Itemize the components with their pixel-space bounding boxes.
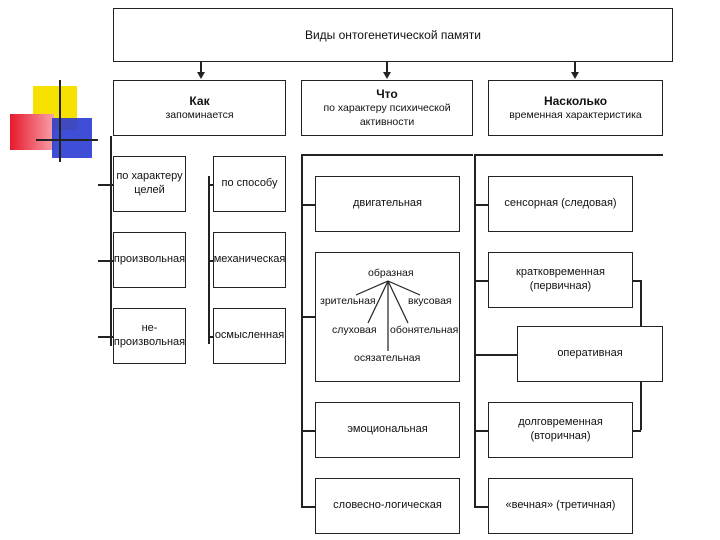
kak-by-method: по способу bbox=[213, 156, 286, 212]
chto-visual-label: зрительная bbox=[320, 295, 376, 307]
chto-verbal-logical-label: словесно-логическая bbox=[333, 499, 442, 512]
column-kak-sub: запоминается bbox=[165, 108, 234, 121]
connector-chto-bus bbox=[301, 154, 303, 506]
figurative-arrows bbox=[355, 280, 421, 351]
column-naskolko: Насколько временная характеристика bbox=[488, 80, 663, 136]
chto-figurative-label: образная bbox=[368, 267, 414, 279]
tick-sensory bbox=[474, 204, 488, 206]
naskolko-eternal: «вечная» (третичная) bbox=[488, 478, 633, 534]
chto-gustatory-label: вкусовая bbox=[408, 295, 452, 307]
naskolko-short-term: кратковременная (первичная) bbox=[488, 252, 633, 308]
connector-operative-long bbox=[640, 382, 642, 430]
naskolko-sensory: сенсорная (следовая) bbox=[488, 176, 633, 232]
tick-operative bbox=[474, 354, 517, 356]
kak-by-goal-label: по характеру целей bbox=[116, 170, 183, 196]
kak-mechanical: механическая bbox=[213, 232, 286, 288]
chto-motor: двигательная bbox=[315, 176, 460, 232]
naskolko-long-term-label: долговременная (вторичная) bbox=[518, 416, 603, 442]
naskolko-eternal-label: «вечная» (третичная) bbox=[505, 499, 616, 512]
chto-olfactory-label: обонятельная bbox=[390, 324, 459, 336]
tick-eternal bbox=[474, 506, 488, 508]
kak-involuntary: не- произвольная bbox=[113, 308, 186, 364]
decor-blue-square bbox=[52, 118, 92, 158]
column-kak-heading: Как bbox=[189, 93, 210, 108]
tick-mechanical bbox=[208, 260, 213, 262]
naskolko-long-term: долговременная (вторичная) bbox=[488, 402, 633, 458]
column-kak: Как запоминается bbox=[113, 80, 286, 136]
column-chto-heading: Что bbox=[376, 87, 398, 102]
naskolko-sensory-label: сенсорная (следовая) bbox=[504, 197, 617, 210]
chto-auditory-label: слуховая bbox=[332, 324, 377, 336]
chto-figurative: образная зрительная вкусовая слуховая об… bbox=[315, 252, 460, 382]
naskolko-short-term-label: кратковременная (первичная) bbox=[516, 266, 605, 292]
tick-by-method bbox=[208, 184, 213, 186]
kak-by-method-label: по способу bbox=[221, 177, 278, 190]
naskolko-operative: оперативная bbox=[517, 326, 663, 382]
column-naskolko-heading: Насколько bbox=[543, 93, 608, 108]
kak-meaningful: осмысленная bbox=[213, 308, 286, 364]
tick-short-term bbox=[474, 280, 488, 282]
kak-involuntary-label-1: не- bbox=[141, 322, 158, 335]
column-chto-sub: по характеру психической активности bbox=[323, 102, 451, 128]
chto-tactile-label: осязательная bbox=[354, 352, 421, 364]
chto-emotional-label: эмоциональная bbox=[347, 423, 428, 436]
naskolko-operative-label: оперативная bbox=[557, 347, 623, 360]
decor-vertical-line bbox=[59, 80, 61, 162]
kak-by-goal: по характеру целей bbox=[113, 156, 186, 212]
tick-voluntary bbox=[98, 260, 113, 262]
kak-mechanical-label: механическая bbox=[213, 253, 286, 266]
decor-horizontal-line bbox=[36, 139, 98, 141]
tick-involuntary bbox=[98, 336, 113, 338]
connector-kak-bus bbox=[110, 136, 112, 346]
decor-red-square bbox=[10, 114, 54, 150]
connector-chto-top bbox=[301, 154, 473, 156]
tick-long-term bbox=[474, 430, 488, 432]
kak-voluntary: произвольная bbox=[113, 232, 186, 288]
connector-short-operative bbox=[640, 280, 642, 326]
diagram-title: Виды онтогенетической памяти bbox=[304, 27, 482, 42]
kak-meaningful-label: осмысленная bbox=[214, 329, 285, 342]
tick-meaningful bbox=[208, 336, 213, 338]
connector-naskolko-bus bbox=[474, 154, 476, 506]
title-box: Виды онтогенетической памяти bbox=[113, 8, 673, 62]
connector-title-to-naskolko bbox=[574, 62, 576, 74]
column-naskolko-sub: временная характеристика bbox=[509, 108, 642, 121]
connector-title-to-chto bbox=[386, 62, 388, 74]
arrow-title-kak bbox=[197, 72, 205, 79]
tick-short-right bbox=[633, 280, 641, 282]
tick-motor bbox=[301, 204, 315, 206]
tick-by-goal bbox=[98, 184, 113, 186]
column-chto: Что по характеру психической активности bbox=[301, 80, 473, 136]
tick-emotional bbox=[301, 430, 315, 432]
tick-long-right bbox=[633, 430, 641, 432]
chto-motor-label: двигательная bbox=[352, 197, 423, 210]
chto-verbal-logical: словесно-логическая bbox=[315, 478, 460, 534]
connector-naskolko-top bbox=[474, 154, 663, 156]
arrow-title-naskolko bbox=[571, 72, 579, 79]
chto-emotional: эмоциональная bbox=[315, 402, 460, 458]
kak-involuntary-label-2: произвольная bbox=[113, 336, 186, 348]
tick-verbal-logical bbox=[301, 506, 315, 508]
connector-title-to-kak bbox=[200, 62, 202, 74]
tick-figurative bbox=[301, 316, 315, 318]
arrow-title-chto bbox=[383, 72, 391, 79]
kak-voluntary-label: произвольная bbox=[113, 253, 186, 266]
